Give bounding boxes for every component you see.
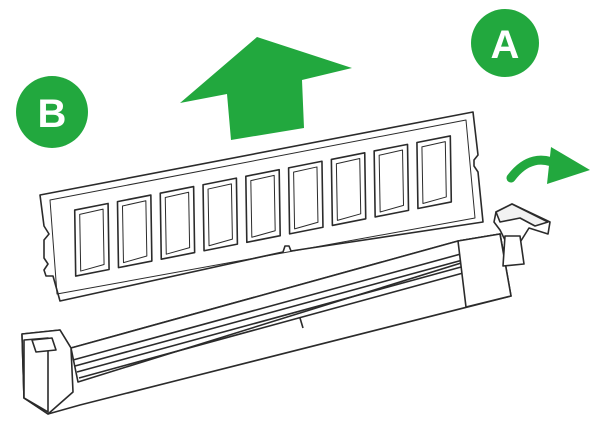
dimm-slot-groove	[72, 245, 491, 361]
step-a-label: A	[491, 23, 520, 67]
dimm-slot-groove	[74, 251, 493, 367]
step-b-label: B	[38, 92, 67, 136]
memory-chip-inner	[207, 183, 233, 247]
memory-chip-inner	[335, 157, 362, 221]
step-a-badge: A	[471, 9, 539, 77]
memory-chip-inner	[421, 141, 447, 205]
retaining-clip	[493, 203, 551, 267]
memory-chip-inner	[378, 149, 405, 213]
memory-chips	[73, 135, 453, 277]
memory-module-inner-edge	[49, 119, 476, 295]
dimm-slot-groove	[76, 257, 495, 373]
dimm-slot-key	[299, 317, 304, 329]
memory-module	[39, 111, 484, 302]
arrow-up-icon	[180, 37, 352, 140]
dimm-slot-left-clip-top	[31, 337, 57, 353]
memory-chip-inner	[250, 174, 276, 238]
step-b-badge: B	[16, 76, 88, 148]
curved-arrow-right-icon	[506, 147, 590, 184]
memory-chip-inner	[121, 200, 148, 264]
memory-chip-inner	[293, 166, 319, 230]
memory-chip-inner	[79, 208, 105, 272]
retaining-clip-stem	[502, 235, 525, 267]
memory-chip-inner	[164, 191, 191, 255]
retaining-clip-top	[495, 203, 549, 227]
dimm-slot	[21, 233, 512, 415]
dimm-slot-groove	[78, 263, 497, 379]
dimm-slot-right-end	[457, 233, 512, 308]
